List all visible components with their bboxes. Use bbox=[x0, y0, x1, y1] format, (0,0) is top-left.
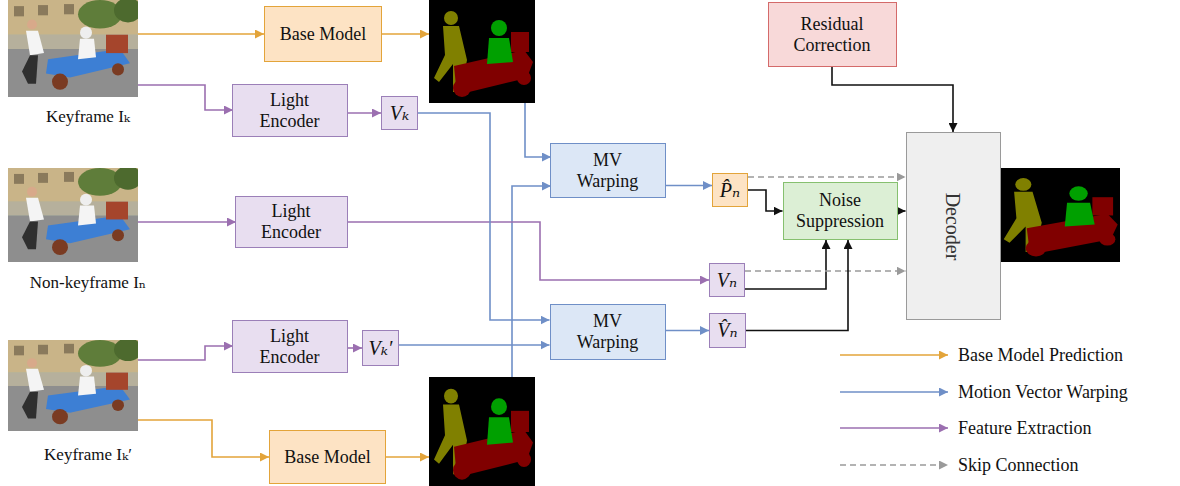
frame-caption: Keyframe Iₖ bbox=[0, 106, 176, 127]
legend-text: Base Model Prediction bbox=[958, 344, 1123, 366]
flow-arrow bbox=[746, 240, 848, 331]
box-label: Light Encoder bbox=[244, 90, 336, 131]
feature-box: Vₙ bbox=[709, 263, 745, 297]
warping-line bbox=[512, 186, 551, 377]
flow-arrow bbox=[399, 344, 550, 346]
encoder-box: Light Encoder bbox=[232, 84, 348, 136]
flow-arrow bbox=[418, 113, 550, 320]
legend-sample bbox=[840, 354, 948, 356]
encoder-box: Light Encoder bbox=[232, 320, 348, 372]
feature-line bbox=[138, 346, 233, 360]
feature-line bbox=[138, 85, 233, 110]
warping-line bbox=[525, 103, 551, 157]
encoder-box: Light Encoder bbox=[235, 196, 348, 248]
prediction-line bbox=[382, 33, 429, 35]
box-label: MV Warping bbox=[562, 311, 654, 352]
frame-caption: Non-keyframe Iₙ bbox=[0, 272, 176, 293]
feature-box: V̂ₙ bbox=[709, 313, 746, 348]
suppression-box: Noise Suppression bbox=[783, 182, 898, 240]
prediction-line bbox=[386, 456, 429, 458]
decoder-box: Decoder bbox=[906, 132, 1001, 320]
box-label: Base Model bbox=[280, 24, 366, 45]
legend-sample bbox=[840, 391, 948, 393]
legend-text: Feature Extraction bbox=[958, 417, 1091, 439]
warping-box: MV Warping bbox=[550, 143, 666, 198]
feature-line bbox=[138, 221, 236, 223]
flow-arrow bbox=[666, 185, 713, 187]
flow-arrow bbox=[745, 240, 826, 289]
feature-symbol: V̂ₙ bbox=[717, 319, 737, 342]
feature-box: Vₖ′ bbox=[362, 330, 399, 366]
keyframe-photo bbox=[8, 0, 142, 97]
frame-caption: Keyframe Iₖ′ bbox=[0, 444, 176, 465]
box-label: MV Warping bbox=[562, 150, 654, 191]
correction-box: Residual Correction bbox=[768, 2, 897, 67]
prediction-line bbox=[138, 420, 269, 457]
legend-sample bbox=[840, 464, 948, 466]
segmentation-mask bbox=[429, 0, 535, 103]
flow-arrow bbox=[748, 190, 783, 211]
segmentation-mask bbox=[998, 168, 1120, 262]
prediction-box: P̂ₙ bbox=[712, 173, 748, 207]
flow-arrow bbox=[348, 222, 710, 280]
flow-arrow bbox=[832, 67, 953, 132]
base-model-box: Base Model bbox=[269, 430, 386, 484]
flow-arrow bbox=[348, 112, 382, 114]
non-keyframe-photo bbox=[8, 166, 142, 262]
flow-arrow bbox=[898, 210, 906, 212]
box-label: Light Encoder bbox=[247, 201, 336, 242]
box-label: Residual Correction bbox=[780, 14, 885, 55]
base-model-box: Base Model bbox=[264, 6, 382, 62]
skip-connection bbox=[748, 176, 906, 178]
flow-arrow bbox=[666, 330, 710, 332]
prediction-line bbox=[138, 33, 264, 35]
legend-sample bbox=[840, 427, 948, 429]
feature-symbol: P̂ₙ bbox=[720, 179, 740, 202]
box-label: Noise Suppression bbox=[795, 190, 886, 231]
warping-box: MV Warping bbox=[550, 304, 666, 360]
feature-symbol: Vₖ′ bbox=[369, 337, 393, 360]
box-label: Decoder bbox=[941, 192, 964, 260]
feature-symbol: Vₖ bbox=[390, 102, 410, 125]
flow-arrow bbox=[348, 347, 363, 349]
keyframe-photo bbox=[8, 338, 142, 431]
feature-symbol: Vₙ bbox=[717, 269, 737, 292]
box-label: Base Model bbox=[284, 447, 370, 468]
legend-text: Skip Connection bbox=[958, 454, 1079, 476]
segmentation-mask bbox=[429, 377, 535, 486]
legend-text: Motion Vector Warping bbox=[958, 381, 1128, 403]
skip-connection bbox=[745, 270, 906, 272]
box-label: Light Encoder bbox=[244, 326, 336, 367]
feature-box: Vₖ bbox=[381, 96, 418, 130]
